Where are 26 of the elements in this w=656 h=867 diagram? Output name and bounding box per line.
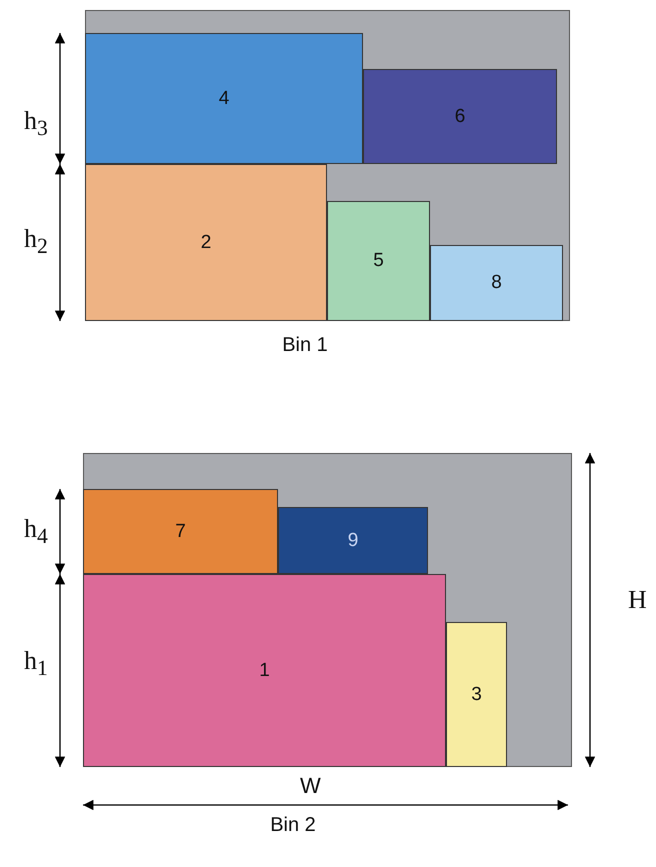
item-rectangle — [278, 507, 428, 574]
item-number: 2 — [200, 232, 212, 254]
item-number: 8 — [491, 272, 502, 294]
dimension-label: W — [300, 773, 321, 799]
dimension-label: h$_{1}$ — [24, 646, 48, 682]
dimension-label: h$_{3}$ — [24, 106, 48, 142]
item-rectangle — [363, 69, 557, 164]
item-number: 1 — [259, 660, 270, 682]
item-rectangle — [83, 489, 278, 574]
item-rectangle — [446, 622, 507, 767]
dimension-label: h$_{2}$ — [24, 224, 48, 260]
item-rectangle — [83, 574, 446, 767]
item-rectangle — [430, 245, 563, 321]
item-number: 7 — [175, 520, 186, 542]
bin-caption: Bin 1 — [281, 334, 329, 357]
item-rectangle — [327, 201, 430, 321]
dimension-label: H — [628, 585, 647, 615]
item-number: 4 — [218, 88, 230, 110]
item-number: 6 — [454, 106, 466, 128]
item-number: 5 — [373, 250, 384, 272]
item-rectangle — [85, 164, 327, 321]
item-rectangle — [85, 33, 363, 164]
item-number: 3 — [471, 684, 482, 706]
bin-caption: Bin 2 — [269, 814, 317, 837]
item-number: 9 — [348, 530, 358, 552]
dimension-label: h$_{4}$ — [24, 514, 48, 550]
